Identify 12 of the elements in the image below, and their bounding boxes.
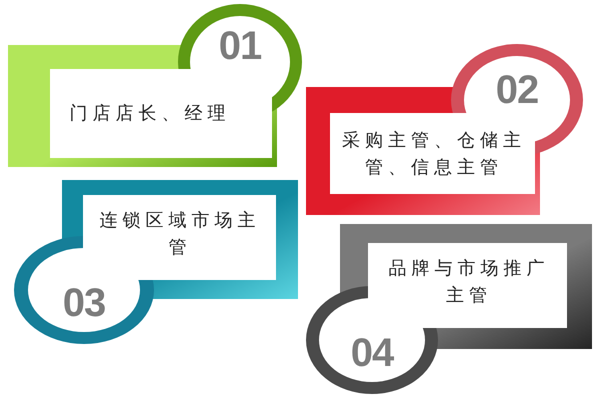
step-number: 02 xyxy=(496,70,538,110)
step-card xyxy=(8,4,302,167)
step-number: 03 xyxy=(62,283,106,323)
step-number: 04 xyxy=(350,333,394,373)
step-card xyxy=(14,180,298,344)
card-text: 连锁区域市场主管 xyxy=(98,209,262,260)
step-card xyxy=(306,224,592,394)
step-card xyxy=(306,44,583,215)
card-text: 门店店长、经理 xyxy=(68,102,232,126)
card-text: 品牌与市场推广主管 xyxy=(388,257,550,308)
card-text: 采购主管、仓储主管、信息主管 xyxy=(341,129,527,180)
step-number: 01 xyxy=(218,26,262,66)
